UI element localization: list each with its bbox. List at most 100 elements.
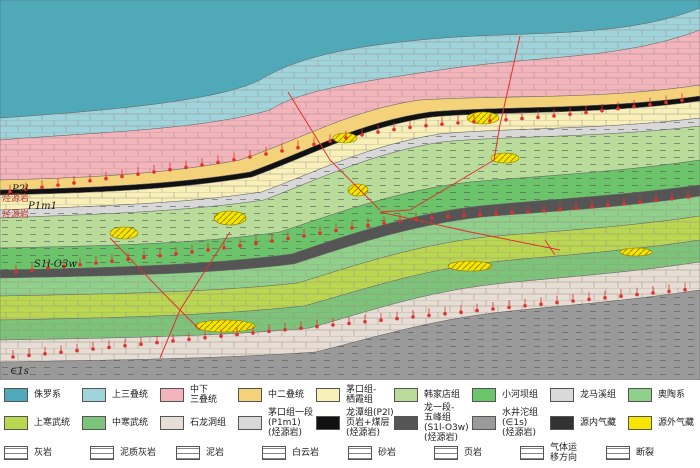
source-gas-dot: [443, 312, 447, 316]
source-gas-dot: [504, 117, 508, 122]
source-gas-dot: [235, 332, 239, 337]
legend-swatch: [628, 416, 652, 430]
source-gas-dot: [648, 102, 652, 107]
source-gas-dot: [158, 253, 162, 258]
shuijingtuo-pattern: [0, 290, 700, 380]
legend-item: 侏罗系: [4, 382, 61, 408]
source-gas-dot: [494, 212, 498, 216]
legend-label: 侏罗系: [34, 390, 62, 400]
legend-item: 石龙洞组: [160, 410, 226, 436]
source-gas-dot: [430, 216, 434, 220]
source-gas-dot: [312, 142, 316, 147]
source-gas-dot: [590, 205, 594, 209]
source-gas-dot: [88, 178, 92, 183]
source-gas-dot: [523, 304, 527, 308]
source-gas-dot: [296, 145, 300, 150]
source-gas-dot: [238, 243, 242, 248]
source-gas-dot: [299, 326, 303, 331]
source-gas-dot: [651, 291, 655, 295]
middle-cambrian-pattern: [0, 240, 700, 340]
label-p1m-note: 烃源岩: [2, 210, 30, 220]
legend-label: 泥质灰岩: [120, 448, 157, 458]
source-gas-dot: [363, 320, 367, 324]
source-gas-dot: [184, 165, 188, 170]
source-gas-dot: [587, 297, 591, 302]
legend-label: 石龙洞组: [190, 418, 227, 428]
source-gas-dot: [107, 345, 111, 350]
source-gas-dot: [619, 294, 623, 299]
source-gas-dot: [379, 318, 383, 323]
legend-swatch: [434, 446, 458, 460]
legend-item: 白云岩: [262, 440, 319, 466]
label-p2l: P2l: [12, 184, 29, 195]
legend-label: 茅口组- 栖霞组: [346, 385, 377, 405]
source-gas-dot: [40, 185, 44, 190]
legend-swatch: [550, 388, 574, 402]
source-gas-dot: [94, 261, 98, 265]
source-gas-dot: [152, 170, 156, 174]
source-gas-dot: [555, 300, 559, 305]
ordovician-pattern: [0, 196, 700, 296]
legend-item: 龙潭组(P2l) 页岩+煤层 (烃源岩): [316, 408, 394, 438]
legend-item: 茅口组- 栖霞组: [316, 382, 376, 408]
upper-triassic-pattern: [0, 8, 700, 140]
source-gas-dot: [600, 108, 604, 113]
faults: [109, 35, 561, 359]
source-gas-dot: [136, 172, 140, 176]
legend-swatch: [4, 416, 28, 430]
source-gas-dot: [558, 207, 562, 212]
legend-label: 源内气藏: [580, 418, 617, 428]
maokou-member1-pattern: [0, 118, 700, 218]
source-gas-dot: [24, 187, 28, 192]
source-gas-dot: [251, 331, 255, 335]
source-gas-dot: [264, 152, 268, 156]
label-e1s: ∈1s: [10, 366, 29, 377]
legend-item: 上寒武统: [4, 410, 70, 436]
source-gas-dot: [56, 183, 60, 187]
lower-middle-triassic-pattern: [0, 30, 700, 180]
source-gas-dot: [302, 234, 306, 238]
source-gas-dot: [219, 334, 223, 339]
gas-migration-arrows: [8, 93, 690, 359]
source-gas-dot: [43, 352, 47, 356]
source-gas-dot: [366, 223, 370, 228]
source-gas-dot: [472, 120, 476, 124]
source-gas-dot: [440, 122, 444, 126]
source-gas-dot: [686, 195, 690, 199]
source-gas-dot: [571, 299, 575, 303]
legend-swatch: [472, 416, 496, 430]
legend-label: 源外气藏: [658, 418, 695, 428]
label-s1l-o3w: S1l-O3w: [34, 259, 77, 270]
legend-item: 页岩: [434, 440, 482, 466]
legend-label: 上三叠统: [112, 390, 149, 400]
label-p1m: P1m1: [28, 201, 57, 212]
legend-swatch: [238, 416, 262, 430]
source-gas-dot: [414, 217, 418, 222]
legend-label: 页岩: [464, 448, 483, 458]
source-gas-dot: [568, 112, 572, 117]
upper-cambrian-pattern: [0, 216, 700, 320]
legend: 侏罗系上三叠统中下 三叠统中二叠统茅口组- 栖霞组韩家店组小河坝组龙马溪组奥陶系…: [0, 382, 700, 468]
source-gas-dot: [187, 337, 191, 342]
source-gas-dot: [408, 125, 412, 130]
legend-swatch: [628, 388, 652, 402]
legend-item: 韩家店组: [394, 382, 460, 408]
source-gas-dot: [539, 302, 543, 307]
legend-item: 源外气藏: [628, 410, 694, 436]
source-gas-dot: [200, 163, 204, 167]
source-gas-dot: [638, 200, 642, 204]
source-gas-dot: [174, 252, 178, 256]
source-gas-dot: [142, 255, 146, 260]
legend-label: 水井沱组 (∈1s) (烃源岩): [502, 408, 539, 438]
source-gas-dot: [603, 296, 607, 300]
geological-cross-section: [0, 0, 700, 380]
source-gas-dot: [331, 323, 335, 327]
source-gas-dot: [75, 348, 79, 353]
source-gas-dot: [395, 316, 399, 321]
legend-swatch: [82, 388, 106, 402]
legend-label: 中下 三叠统: [190, 385, 218, 405]
legend-label: 韩家店组: [424, 390, 461, 400]
legend-item: 水井沱组 (∈1s) (烃源岩): [472, 408, 539, 438]
legend-item: 气体运 移方向: [520, 440, 577, 466]
source-gas-dot: [280, 149, 284, 153]
